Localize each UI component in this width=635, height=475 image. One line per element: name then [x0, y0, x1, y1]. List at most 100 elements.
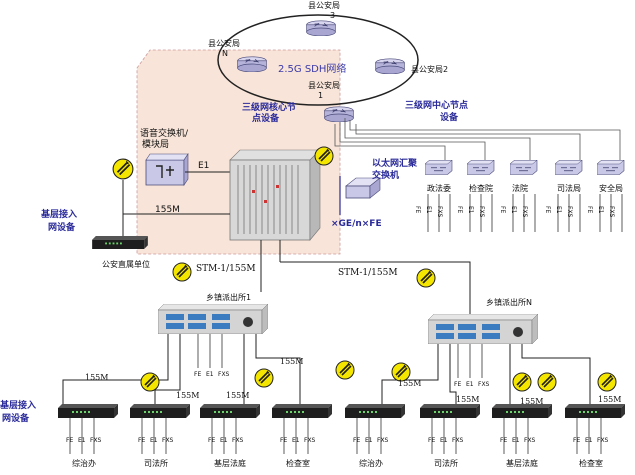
link-155-label: 155M [598, 395, 621, 404]
ring-title: 2.5G SDH网络 [278, 62, 346, 75]
access-device [58, 404, 118, 418]
access-port-label: E1 [585, 437, 593, 444]
access-port-label: FXS [377, 437, 389, 444]
voice-switch-icon [145, 153, 189, 186]
port-label: FE [544, 206, 551, 213]
access-port-label: FXS [597, 437, 609, 444]
station-port-label: FXS [478, 381, 490, 388]
access-port-label: E1 [220, 437, 228, 444]
station-port-label: E1 [206, 371, 214, 378]
center-label-2: 设备 [440, 111, 459, 123]
access-label-1: 基层接入 [40, 208, 77, 220]
station-1-device [158, 304, 268, 334]
station-n-device [428, 314, 538, 344]
direct-unit-device [92, 236, 148, 249]
center-unit-name: 司法局 [557, 183, 581, 193]
router-icon [375, 58, 405, 74]
port-label: FE [586, 206, 593, 213]
center-unit-name: 法院 [512, 183, 528, 193]
direct-unit-label: 公安直属单位 [102, 259, 150, 269]
access-port-label: FE [573, 437, 580, 444]
access-port-label: FXS [452, 437, 464, 444]
access-device [272, 404, 332, 418]
access-port-label: E1 [150, 437, 158, 444]
node-bottom-num: 1 [318, 91, 323, 100]
station-n-label: 乡镇派出所N [486, 297, 532, 307]
stm-left-label: STM-1/155M [196, 264, 256, 274]
access-port-label: E1 [78, 437, 86, 444]
access-device [345, 404, 405, 418]
link-155-label: 155M [85, 373, 108, 382]
access-port-label: FXS [162, 437, 174, 444]
access-port-label: E1 [365, 437, 373, 444]
router-icon [306, 20, 336, 36]
station-port-label: E1 [466, 381, 474, 388]
access-device [565, 404, 625, 418]
access-port-label: E1 [440, 437, 448, 444]
access-port-label: FXS [304, 437, 316, 444]
e1-label: E1 [198, 161, 209, 171]
port-label: FXS [608, 206, 615, 218]
port-label: FXS [521, 206, 528, 218]
switch-icon [597, 159, 625, 175]
access-unit-name: 检查室 [286, 458, 310, 468]
center-label-1: 三级网中心节点 [405, 99, 468, 111]
voice-label-1: 语音交换机/ [140, 127, 189, 139]
node-top-num: 3 [330, 11, 335, 20]
port-label: FXS [436, 206, 443, 218]
node-right-label: 县公安局2 [411, 64, 448, 74]
access-unit-name: 综治办 [359, 458, 383, 468]
link-icon [140, 372, 160, 392]
sdh-ring [217, 14, 419, 106]
access-unit-name: 司法所 [434, 458, 458, 468]
voice-label-2: 模块局 [142, 138, 169, 150]
link-icon [112, 158, 134, 180]
access-port-label: FE [138, 437, 145, 444]
access-unit-name: 基层法庭 [506, 458, 538, 468]
link-155-label: 155M [520, 397, 543, 406]
port-label: E1 [425, 206, 432, 214]
switch-icon [510, 159, 538, 175]
access-unit-name: 检查室 [579, 458, 603, 468]
link-155-label: 155M [280, 357, 303, 366]
node-left-label: 县公安局 [208, 38, 240, 48]
bottom-access-label-1: 基层接入 [0, 399, 36, 411]
port-label: E1 [510, 206, 517, 214]
port-label: FXS [478, 206, 485, 218]
access-port-label: FE [353, 437, 360, 444]
core-rack-device [229, 149, 321, 241]
port-label: FE [499, 206, 506, 213]
port-label: E1 [597, 206, 604, 214]
access-unit-name: 基层法庭 [214, 458, 246, 468]
station-port-label: FE [454, 381, 461, 388]
station-1-label: 乡镇派出所1 [206, 292, 251, 302]
link-icon [335, 360, 355, 380]
port-label: FE [414, 206, 421, 213]
link-icon [254, 368, 274, 388]
link-icon [416, 268, 436, 288]
access-port-label: FE [428, 437, 435, 444]
ge-label: ×GE/n×FE [331, 219, 382, 229]
stm-right-label: STM-1/155M [338, 268, 398, 278]
access-port-label: FXS [232, 437, 244, 444]
switch-icon [467, 159, 495, 175]
node-bottom-label: 县公安局 [308, 80, 340, 90]
station-port-label: FE [194, 371, 201, 378]
core-label-1: 三级网核心节 [242, 101, 296, 113]
access-device [200, 404, 260, 418]
eth-label-1: 以太网汇聚 [372, 157, 418, 169]
router-icon [237, 56, 267, 72]
link-icon [172, 262, 192, 282]
access-port-label: FE [208, 437, 215, 444]
router-icon [324, 106, 354, 122]
link-155-label: 155M [155, 205, 180, 215]
access-label-2: 网设备 [48, 221, 76, 233]
node-top-label: 县公安局 [308, 0, 340, 10]
link-icon [314, 146, 334, 166]
link-155-label: 155M [176, 391, 199, 400]
port-label: E1 [555, 206, 562, 214]
center-unit-name: 安全局 [599, 183, 623, 193]
